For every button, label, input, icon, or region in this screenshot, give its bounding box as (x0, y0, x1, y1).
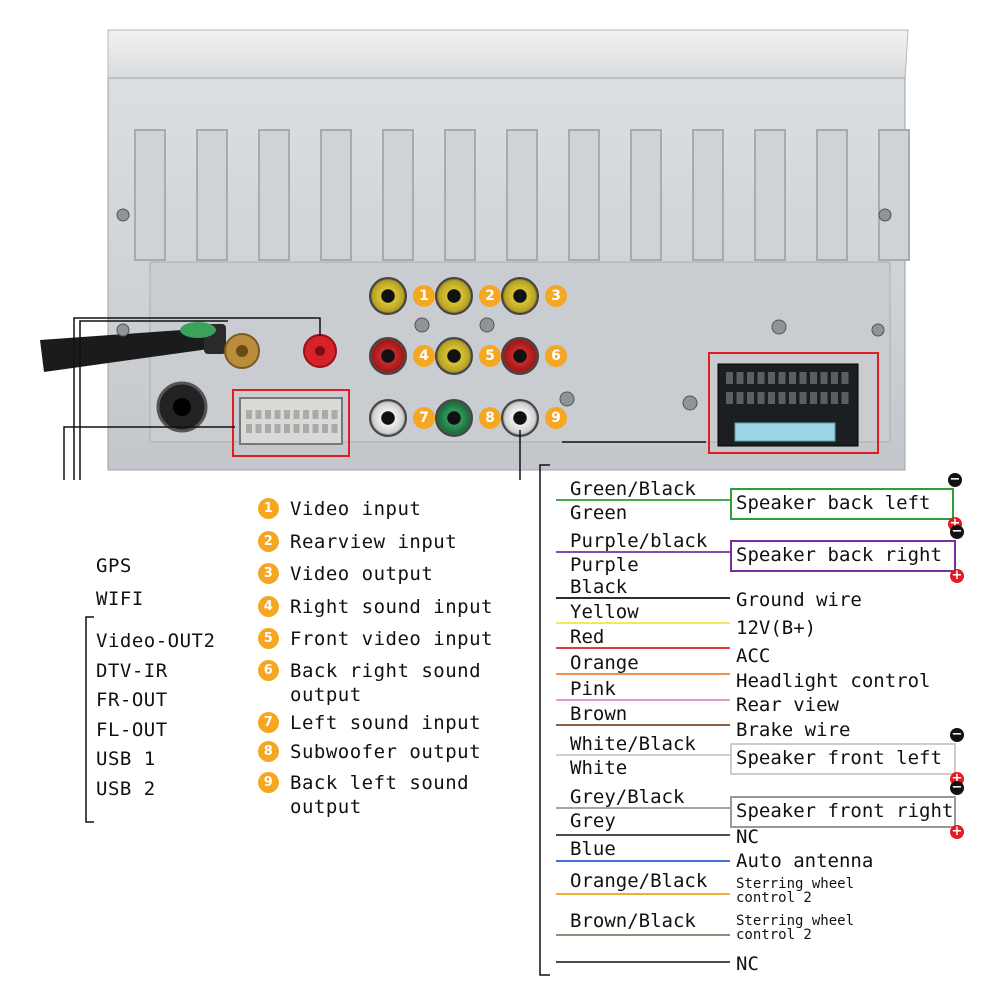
nc-label: NC (736, 826, 759, 848)
positive-icon: + (950, 568, 964, 583)
port-number-badge: 2 (258, 531, 279, 552)
speaker-front-right-box: Speaker front right (730, 796, 956, 828)
gps-label: GPS (96, 555, 132, 577)
negative-icon: − (948, 472, 962, 487)
wire-name: Purple (570, 554, 639, 576)
positive-icon: + (950, 824, 964, 839)
port-legend-label: Right sound input (290, 596, 493, 618)
rca-number-badge: 5 (479, 345, 501, 367)
wire-name: Red (570, 626, 605, 648)
wire-function: Brake wire (736, 719, 851, 741)
rca-number-badge: 2 (479, 285, 501, 307)
rca-jack-2 (435, 277, 473, 315)
wire-function: Auto antenna (736, 850, 874, 872)
head-unit-rear-panel (40, 29, 910, 480)
negative-icon: − (950, 524, 964, 539)
port-legend-label: Front video input (290, 628, 493, 650)
left-connector-label: Video-OUT2 (96, 630, 216, 652)
negative-icon: − (950, 780, 964, 795)
wire-name: Grey/Black (570, 786, 685, 808)
wire-name: Blue (570, 838, 616, 860)
port-legend-label: Back right sound output (290, 660, 482, 706)
rca-number-badge: 7 (413, 407, 435, 429)
wire-name: White/Black (570, 733, 696, 755)
port-legend-label: Video input (290, 498, 422, 520)
left-connector-label: FL-OUT (96, 718, 168, 741)
speaker-label: Speaker back right (736, 544, 942, 566)
rca-number-badge: 4 (413, 345, 435, 367)
rca-number-badge: 9 (545, 407, 567, 429)
wire-function: 12V(B+) (736, 617, 817, 639)
rca-number-badge: 6 (545, 345, 567, 367)
negative-icon: − (950, 727, 964, 742)
wire-name: Brown/Black (570, 910, 696, 932)
port-number-badge: 8 (258, 741, 279, 762)
wire-name: Purple/black (570, 530, 708, 552)
wire-name: Orange/Black (570, 870, 708, 892)
rca-jack-3 (501, 277, 539, 315)
rca-jack-5 (435, 337, 473, 375)
rca-jack-6 (501, 337, 539, 375)
harness-bracket (539, 464, 550, 976)
rca-jack-1 (369, 277, 407, 315)
port-legend-label: Left sound input (290, 712, 482, 734)
wire-name: White (570, 757, 628, 779)
wifi-label: WIFI (96, 588, 144, 610)
port-number-badge: 9 (258, 772, 279, 793)
port-number-badge: 3 (258, 563, 279, 584)
wire-name: Pink (570, 678, 616, 700)
left-connector-label: FR-OUT (96, 689, 168, 712)
wire-name: Yellow (570, 601, 639, 623)
wire-name: Black (570, 576, 628, 598)
wire-name: Orange (570, 652, 639, 674)
wire-name: Grey (570, 810, 616, 832)
port-number-badge: 4 (258, 596, 279, 617)
port-number-badge: 1 (258, 498, 279, 519)
speaker-front-left-box: Speaker front left (730, 743, 956, 775)
port-number-badge: 5 (258, 628, 279, 649)
rca-jack-4 (369, 337, 407, 375)
wire-function: ACC (736, 645, 771, 667)
left-connector-label: USB 2 (96, 778, 156, 800)
wire-name: Green/Black (570, 478, 696, 500)
speaker-label: Speaker back left (736, 492, 931, 514)
wire-function: Sterring wheel control 2 (736, 913, 855, 943)
wire-name: Green (570, 502, 628, 524)
wire-function: Headlight control (736, 670, 931, 692)
rca-jack-8 (435, 399, 473, 437)
rca-number-badge: 3 (545, 285, 567, 307)
speaker-back-right-box: Speaker back right (730, 540, 956, 572)
speaker-label: Speaker front right (736, 800, 954, 822)
port-number-badge: 6 (258, 660, 279, 681)
rca-jack-7 (369, 399, 407, 437)
speaker-back-left-box: Speaker back left (730, 488, 954, 520)
wire-function: Sterring wheel control 2 (736, 876, 855, 906)
port-legend-label: Video output (290, 563, 434, 585)
port-legend-label: Back left sound output (290, 772, 470, 818)
left-connector-label: DTV-IR (96, 659, 168, 682)
nc-label: NC (736, 953, 759, 975)
speaker-label: Speaker front left (736, 747, 942, 769)
antenna (40, 322, 260, 372)
port-legend-label: Rearview input (290, 531, 458, 553)
left-connector-label: USB 1 (96, 748, 156, 771)
rca-number-badge: 1 (413, 285, 435, 307)
rca-number-badge: 8 (479, 407, 501, 429)
port-legend-label: Subwoofer output (290, 741, 482, 763)
wire-function: Ground wire (736, 589, 862, 611)
port-number-badge: 7 (258, 712, 279, 733)
wire-function: Rear view (736, 694, 839, 716)
wire-name: Brown (570, 703, 628, 725)
left-bracket (85, 616, 94, 823)
